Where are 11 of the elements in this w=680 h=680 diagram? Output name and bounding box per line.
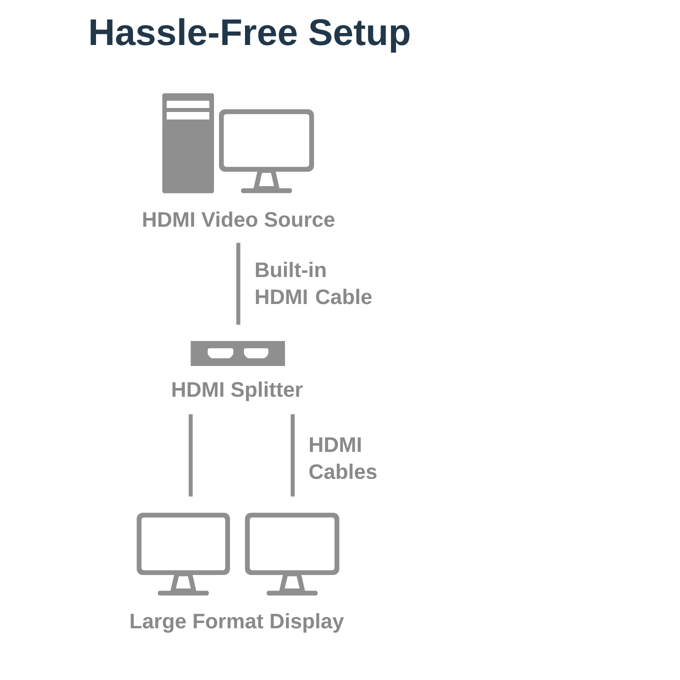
edge-label: HDMI Cables [309,437,376,480]
device-label: HDMI Video Source [143,212,334,227]
monitor-icon [136,512,230,596]
cable-line [236,242,240,325]
group-label: Large Format Display [130,613,344,633]
cable-line [290,414,295,496]
monitor-icon [245,512,340,596]
device-label: HDMI Splitter [172,382,303,402]
edge-label: Built-in HDMI Cable [256,262,372,304]
cable-line [188,414,193,496]
title: Hassle-Free Setup [90,18,410,53]
